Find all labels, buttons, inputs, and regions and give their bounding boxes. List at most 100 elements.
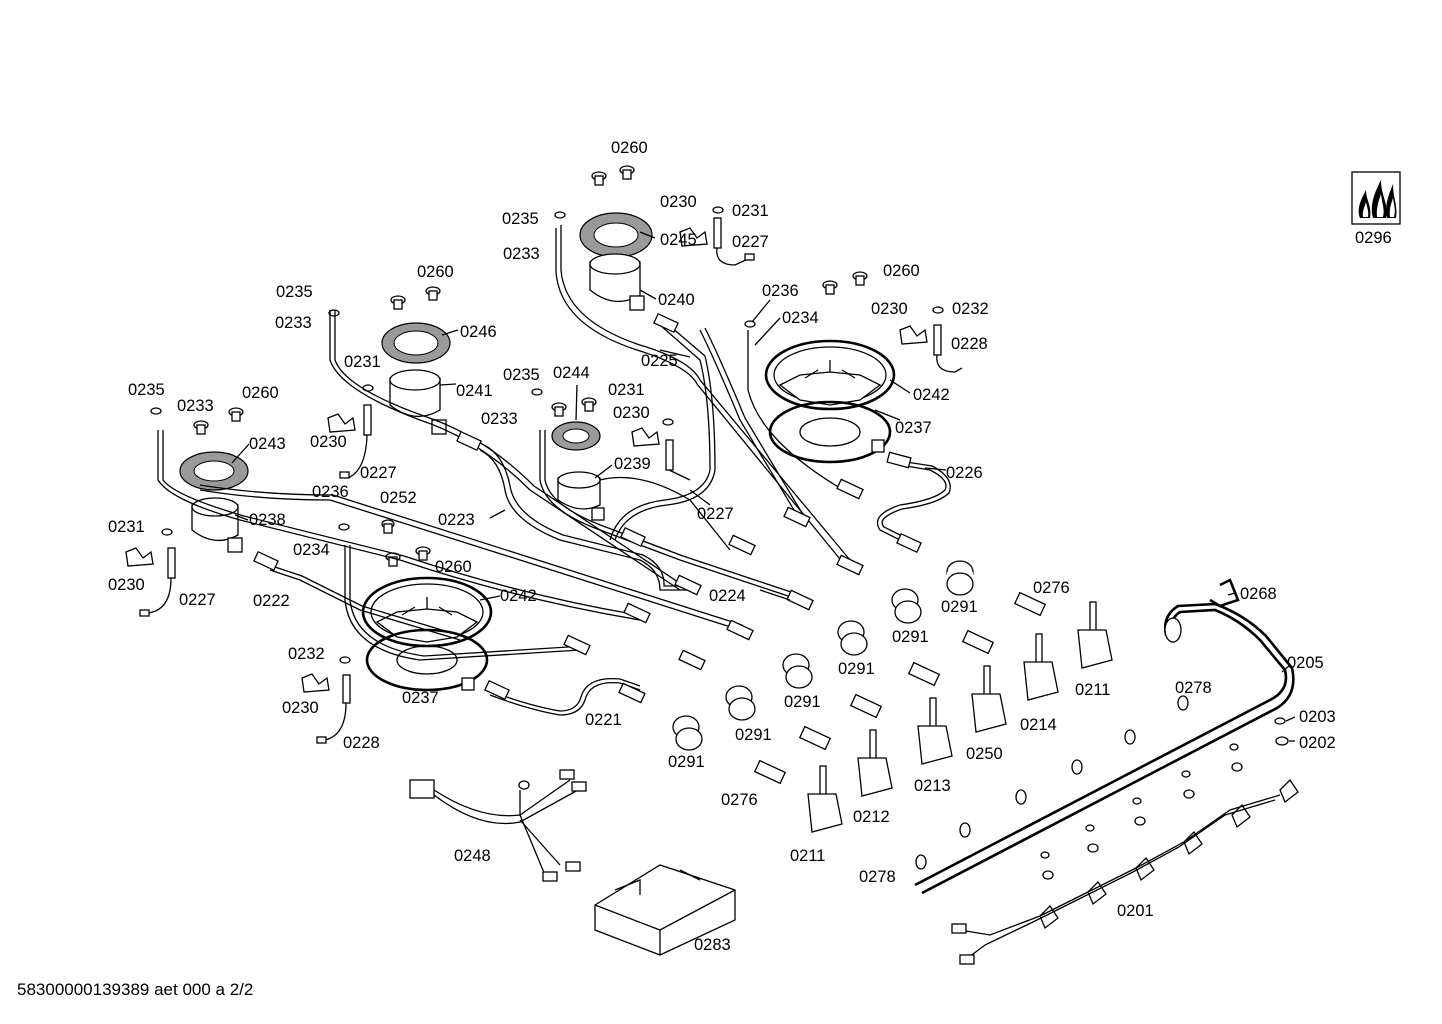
- leader-lines: [231, 231, 1296, 742]
- label-0291-b: 0291: [892, 628, 929, 646]
- burner-gasket-0243: [179, 451, 249, 491]
- label-0252: 0252: [380, 489, 417, 507]
- label-0225: 0225: [641, 352, 678, 370]
- burner-body-0239: [557, 471, 605, 521]
- label-0230-b: 0230: [871, 300, 908, 318]
- wok-burner-right: [764, 339, 896, 464]
- grommets: [915, 695, 1189, 870]
- pipe-clip-0268: [1209, 578, 1240, 608]
- label-0221: 0221: [585, 711, 622, 729]
- label-0239: 0239: [614, 455, 651, 473]
- label-0231-a: 0231: [732, 202, 769, 220]
- label-0231-c: 0231: [608, 381, 645, 399]
- gas-pipes: [269, 320, 951, 716]
- label-0235-c: 0235: [503, 366, 540, 384]
- label-0230-a: 0230: [660, 193, 697, 211]
- thermocouple-tubes: [157, 225, 851, 661]
- label-0228-b: 0228: [343, 734, 380, 752]
- burner-gasket-0246: [381, 322, 451, 364]
- label-0283: 0283: [694, 936, 731, 954]
- burner-gasket-0244: [551, 421, 601, 451]
- label-0248: 0248: [454, 847, 491, 865]
- label-0237-b: 0237: [402, 689, 439, 707]
- label-0278-a: 0278: [1175, 679, 1212, 697]
- label-0228-a: 0228: [951, 335, 988, 353]
- label-0223: 0223: [438, 511, 475, 529]
- label-0234-b: 0234: [293, 541, 330, 559]
- label-0242-b: 0242: [500, 587, 537, 605]
- label-0241: 0241: [456, 382, 493, 400]
- label-0213: 0213: [914, 777, 951, 795]
- label-0230-c: 0230: [613, 404, 650, 422]
- label-0230-f: 0230: [282, 699, 319, 717]
- label-0230-d: 0230: [310, 433, 347, 451]
- label-0236-b: 0236: [312, 483, 349, 501]
- label-0226: 0226: [946, 464, 983, 482]
- label-0227-b: 0227: [360, 464, 397, 482]
- valve-magnets: [753, 591, 1047, 785]
- label-0276-a: 0276: [1033, 579, 1070, 597]
- label-0260-a: 0260: [611, 139, 648, 157]
- label-0244: 0244: [553, 364, 590, 382]
- label-0291-e: 0291: [735, 726, 772, 744]
- label-0232-b: 0232: [288, 645, 325, 663]
- label-0222: 0222: [253, 592, 290, 610]
- spring-clips: [125, 227, 928, 693]
- label-0233-c: 0233: [481, 410, 518, 428]
- label-0260-e: 0260: [435, 558, 472, 576]
- label-0227-d: 0227: [179, 591, 216, 609]
- label-0268: 0268: [1240, 585, 1277, 603]
- document-footer: 58300000139389 aet 000 a 2/2: [17, 980, 254, 999]
- burner-body-0241: [389, 369, 447, 435]
- gas-taps: [807, 601, 1113, 833]
- label-0291-d: 0291: [784, 693, 821, 711]
- label-0212: 0212: [853, 808, 890, 826]
- label-0211-a: 0211: [1075, 681, 1110, 699]
- screw-group-top: [193, 165, 868, 567]
- washers: [150, 206, 944, 664]
- label-0214: 0214: [1020, 716, 1057, 734]
- label-0260-b: 0260: [883, 262, 920, 280]
- label-0240: 0240: [658, 291, 695, 309]
- label-0235-d: 0235: [128, 381, 165, 399]
- label-0205: 0205: [1287, 654, 1324, 672]
- label-0235-b: 0235: [276, 283, 313, 301]
- part-number-labels: 0260 0230 0231 0235 0233 0227 0245 0240 …: [108, 139, 1392, 954]
- label-0227-a: 0227: [732, 233, 769, 251]
- nozzle-rings: [1040, 717, 1289, 880]
- ignition-electrodes: [139, 217, 963, 744]
- label-0260-d: 0260: [242, 384, 279, 402]
- label-0203: 0203: [1299, 708, 1336, 726]
- label-0234-a: 0234: [782, 309, 819, 327]
- knob-bushings: [672, 560, 974, 751]
- label-0211-b: 0211: [790, 847, 825, 865]
- label-0237-a: 0237: [895, 419, 932, 437]
- label-0291-c: 0291: [838, 660, 875, 678]
- label-0233-b: 0233: [275, 314, 312, 332]
- label-0232-a: 0232: [952, 300, 989, 318]
- label-0260-c: 0260: [417, 263, 454, 281]
- label-0202: 0202: [1299, 734, 1336, 752]
- label-0224: 0224: [709, 587, 746, 605]
- wok-burner-left: [361, 576, 493, 692]
- ignition-module-0283: [594, 864, 736, 956]
- gas-flame-icon: [1351, 171, 1401, 225]
- burner-gasket-0245: [579, 212, 653, 258]
- label-0236-a: 0236: [762, 282, 799, 300]
- label-0235-a: 0235: [502, 210, 539, 228]
- label-0238: 0238: [249, 511, 286, 529]
- label-0276-b: 0276: [721, 791, 758, 809]
- label-0231-b: 0231: [344, 353, 381, 371]
- label-0278-b: 0278: [859, 868, 896, 886]
- wiring-harness-0248: [409, 769, 587, 882]
- label-0233-a: 0233: [503, 245, 540, 263]
- label-0296: 0296: [1355, 229, 1392, 247]
- gas-manifold-0205: [914, 602, 1295, 895]
- label-0227-c: 0227: [697, 505, 734, 523]
- label-0242-a: 0242: [913, 386, 950, 404]
- burner-body-0240: [589, 253, 645, 311]
- label-0245: 0245: [660, 231, 697, 249]
- label-0246: 0246: [460, 323, 497, 341]
